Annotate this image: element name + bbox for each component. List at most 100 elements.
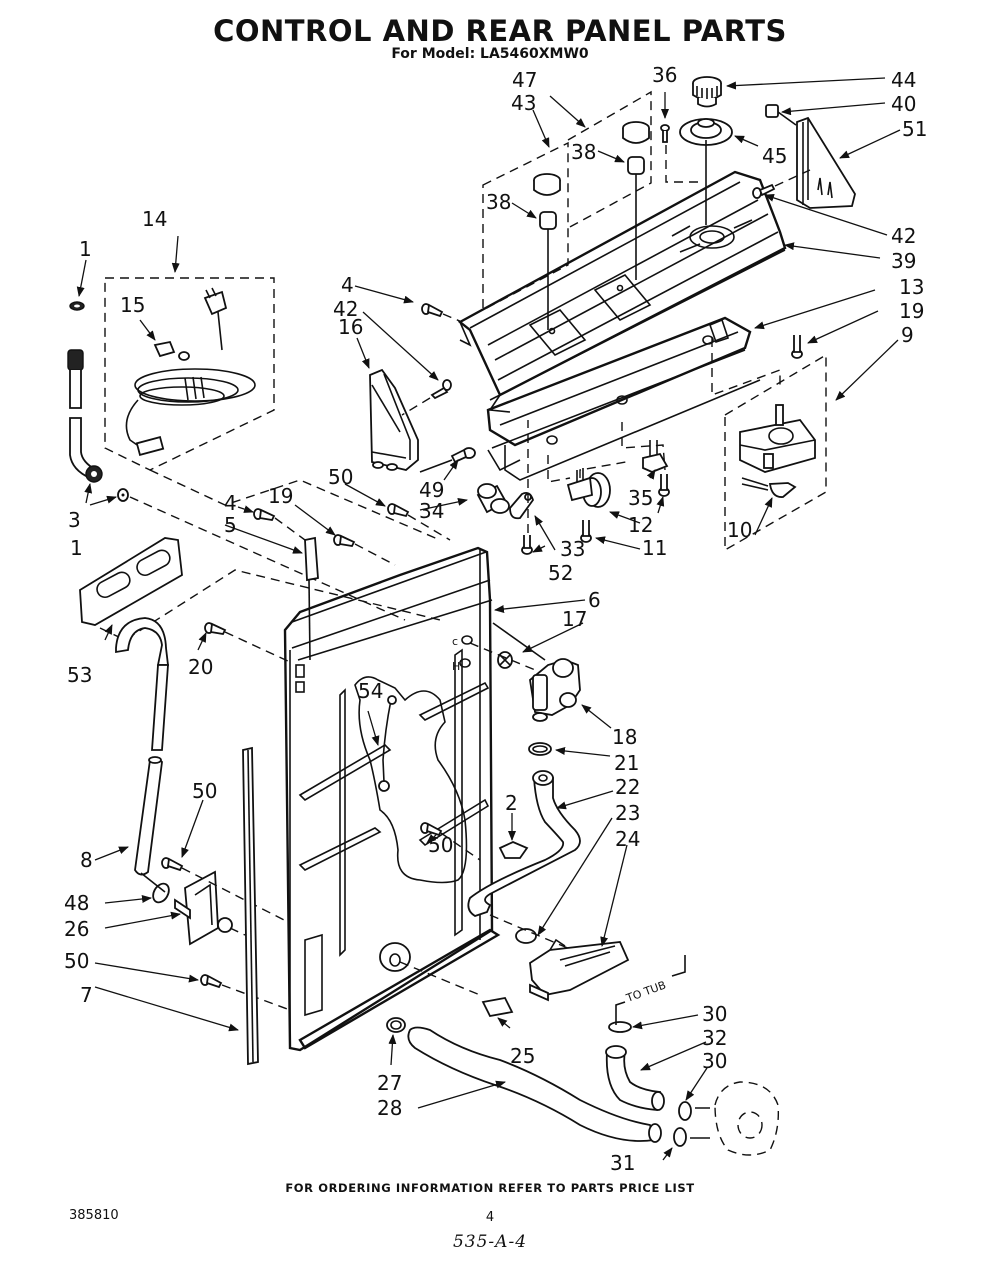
leader-line bbox=[547, 422, 666, 483]
power-cord-part-14 bbox=[125, 287, 256, 457]
screw-part-11a bbox=[580, 520, 592, 543]
callout-50: 50 bbox=[428, 833, 453, 857]
callout-35: 35 bbox=[628, 486, 653, 510]
leader-line bbox=[149, 469, 441, 541]
screw-part-50a bbox=[387, 503, 451, 541]
fill-hose-part-22 bbox=[467, 770, 581, 917]
callout-20: 20 bbox=[188, 655, 213, 679]
callout-43: 43 bbox=[511, 91, 536, 115]
to-tub-label: TO TUB bbox=[624, 979, 668, 1006]
callout-9: 9 bbox=[901, 323, 914, 347]
callout-38: 38 bbox=[571, 140, 596, 164]
lamp-part-49 bbox=[419, 447, 476, 473]
washer-part-1a bbox=[69, 301, 85, 311]
knob-part-38b bbox=[622, 121, 650, 280]
pump-part-24 bbox=[529, 938, 630, 1002]
callout-50: 50 bbox=[328, 465, 353, 489]
screw-part-50d bbox=[200, 974, 291, 1011]
callout-32: 32 bbox=[702, 1026, 727, 1050]
callout-53: 53 bbox=[67, 663, 92, 687]
callout-48: 48 bbox=[64, 891, 89, 915]
cold-marking: c bbox=[452, 635, 458, 648]
wire-connector-part-15 bbox=[153, 340, 190, 361]
switch-part-12 bbox=[566, 468, 611, 508]
screw-part-11b bbox=[658, 474, 670, 497]
hose-part-32 bbox=[605, 1045, 665, 1111]
screw-part-36 bbox=[660, 124, 700, 183]
model-line: For Model: LA5460XMW0 bbox=[391, 46, 589, 62]
pump-outline bbox=[690, 1081, 780, 1156]
callout-47: 47 bbox=[512, 68, 537, 92]
part-2 bbox=[498, 841, 529, 859]
callout-7: 7 bbox=[80, 983, 93, 1007]
screw-part-20 bbox=[204, 622, 291, 663]
callout-5: 5 bbox=[224, 513, 237, 537]
callout-1: 1 bbox=[79, 237, 92, 261]
callout-45: 45 bbox=[762, 144, 787, 168]
callout-19: 19 bbox=[268, 484, 293, 508]
callout-24: 24 bbox=[615, 827, 640, 851]
clamp-part-33 bbox=[509, 491, 534, 520]
callout-26: 26 bbox=[64, 917, 89, 941]
screw-part-19a bbox=[333, 534, 396, 566]
callout-14: 14 bbox=[142, 207, 167, 231]
bracket-part-26 bbox=[174, 870, 246, 946]
callout-52: 52 bbox=[548, 561, 573, 585]
callout-25: 25 bbox=[510, 1044, 535, 1068]
drain-hose-part-28 bbox=[407, 1026, 662, 1143]
callout-4: 4 bbox=[341, 273, 354, 297]
callout-13: 13 bbox=[899, 275, 924, 299]
callout-50: 50 bbox=[64, 949, 89, 973]
timer-knob-part-44 bbox=[692, 76, 722, 108]
screw-part-4b bbox=[253, 508, 306, 541]
capacitor-part-34 bbox=[476, 483, 510, 514]
callout-17: 17 bbox=[562, 607, 587, 631]
callout-16: 16 bbox=[338, 315, 363, 339]
timer-kit-outline-9 bbox=[724, 353, 827, 552]
callout-42: 42 bbox=[333, 297, 358, 321]
screw-part-42a bbox=[752, 169, 811, 199]
clamp-part-48 bbox=[140, 872, 170, 904]
callout-49: 49 bbox=[419, 478, 444, 502]
clamp-part-31 bbox=[673, 1127, 687, 1147]
callout-30: 30 bbox=[702, 1002, 727, 1026]
callout-44: 44 bbox=[891, 68, 916, 92]
callout-36: 36 bbox=[652, 63, 677, 87]
side-trim-part-7 bbox=[242, 746, 259, 1066]
callout-6: 6 bbox=[588, 588, 601, 612]
document-number: 385810 bbox=[69, 1208, 119, 1223]
rear-panel-part-6: c H bbox=[283, 546, 501, 1052]
callout-12: 12 bbox=[628, 513, 653, 537]
callout-54: 54 bbox=[358, 679, 383, 703]
callout-21: 21 bbox=[614, 751, 639, 775]
knob-kit-outline-47 bbox=[567, 90, 652, 229]
callout-33: 33 bbox=[560, 537, 585, 561]
ordering-note: FOR ORDERING INFORMATION REFER TO PARTS … bbox=[285, 1181, 695, 1195]
bracket-part-53 bbox=[79, 537, 441, 641]
inlet-hose-part-3 bbox=[67, 349, 103, 483]
drain-hose-part-8 bbox=[115, 617, 170, 876]
callout-27: 27 bbox=[377, 1071, 402, 1095]
clamp-part-27 bbox=[386, 1017, 406, 1033]
screw-part-4a bbox=[421, 303, 463, 323]
terminal-part-35 bbox=[642, 440, 669, 473]
handwritten-code: 535-A-4 bbox=[452, 1232, 528, 1252]
hot-marking: H bbox=[452, 660, 460, 673]
callout-3-label: 3 bbox=[68, 508, 81, 532]
clamp-part-30a bbox=[608, 1021, 632, 1033]
callout-38: 38 bbox=[486, 190, 511, 214]
water-valve-part-18 bbox=[492, 622, 581, 722]
callout-40: 40 bbox=[891, 92, 916, 116]
callout-28: 28 bbox=[377, 1096, 402, 1120]
to-tub-leader: TO TUB bbox=[615, 955, 686, 1025]
strainer-part-17 bbox=[469, 642, 541, 673]
callout-51: 51 bbox=[902, 117, 927, 141]
leader-line bbox=[711, 338, 781, 397]
dial-skirt-part-45 bbox=[679, 118, 733, 225]
clamp-part-30b bbox=[678, 1101, 692, 1121]
callout-18: 18 bbox=[612, 725, 637, 749]
console-rail-part-13 bbox=[486, 316, 761, 481]
callout-4: 4 bbox=[224, 491, 237, 515]
clip-part-25 bbox=[481, 996, 514, 1018]
